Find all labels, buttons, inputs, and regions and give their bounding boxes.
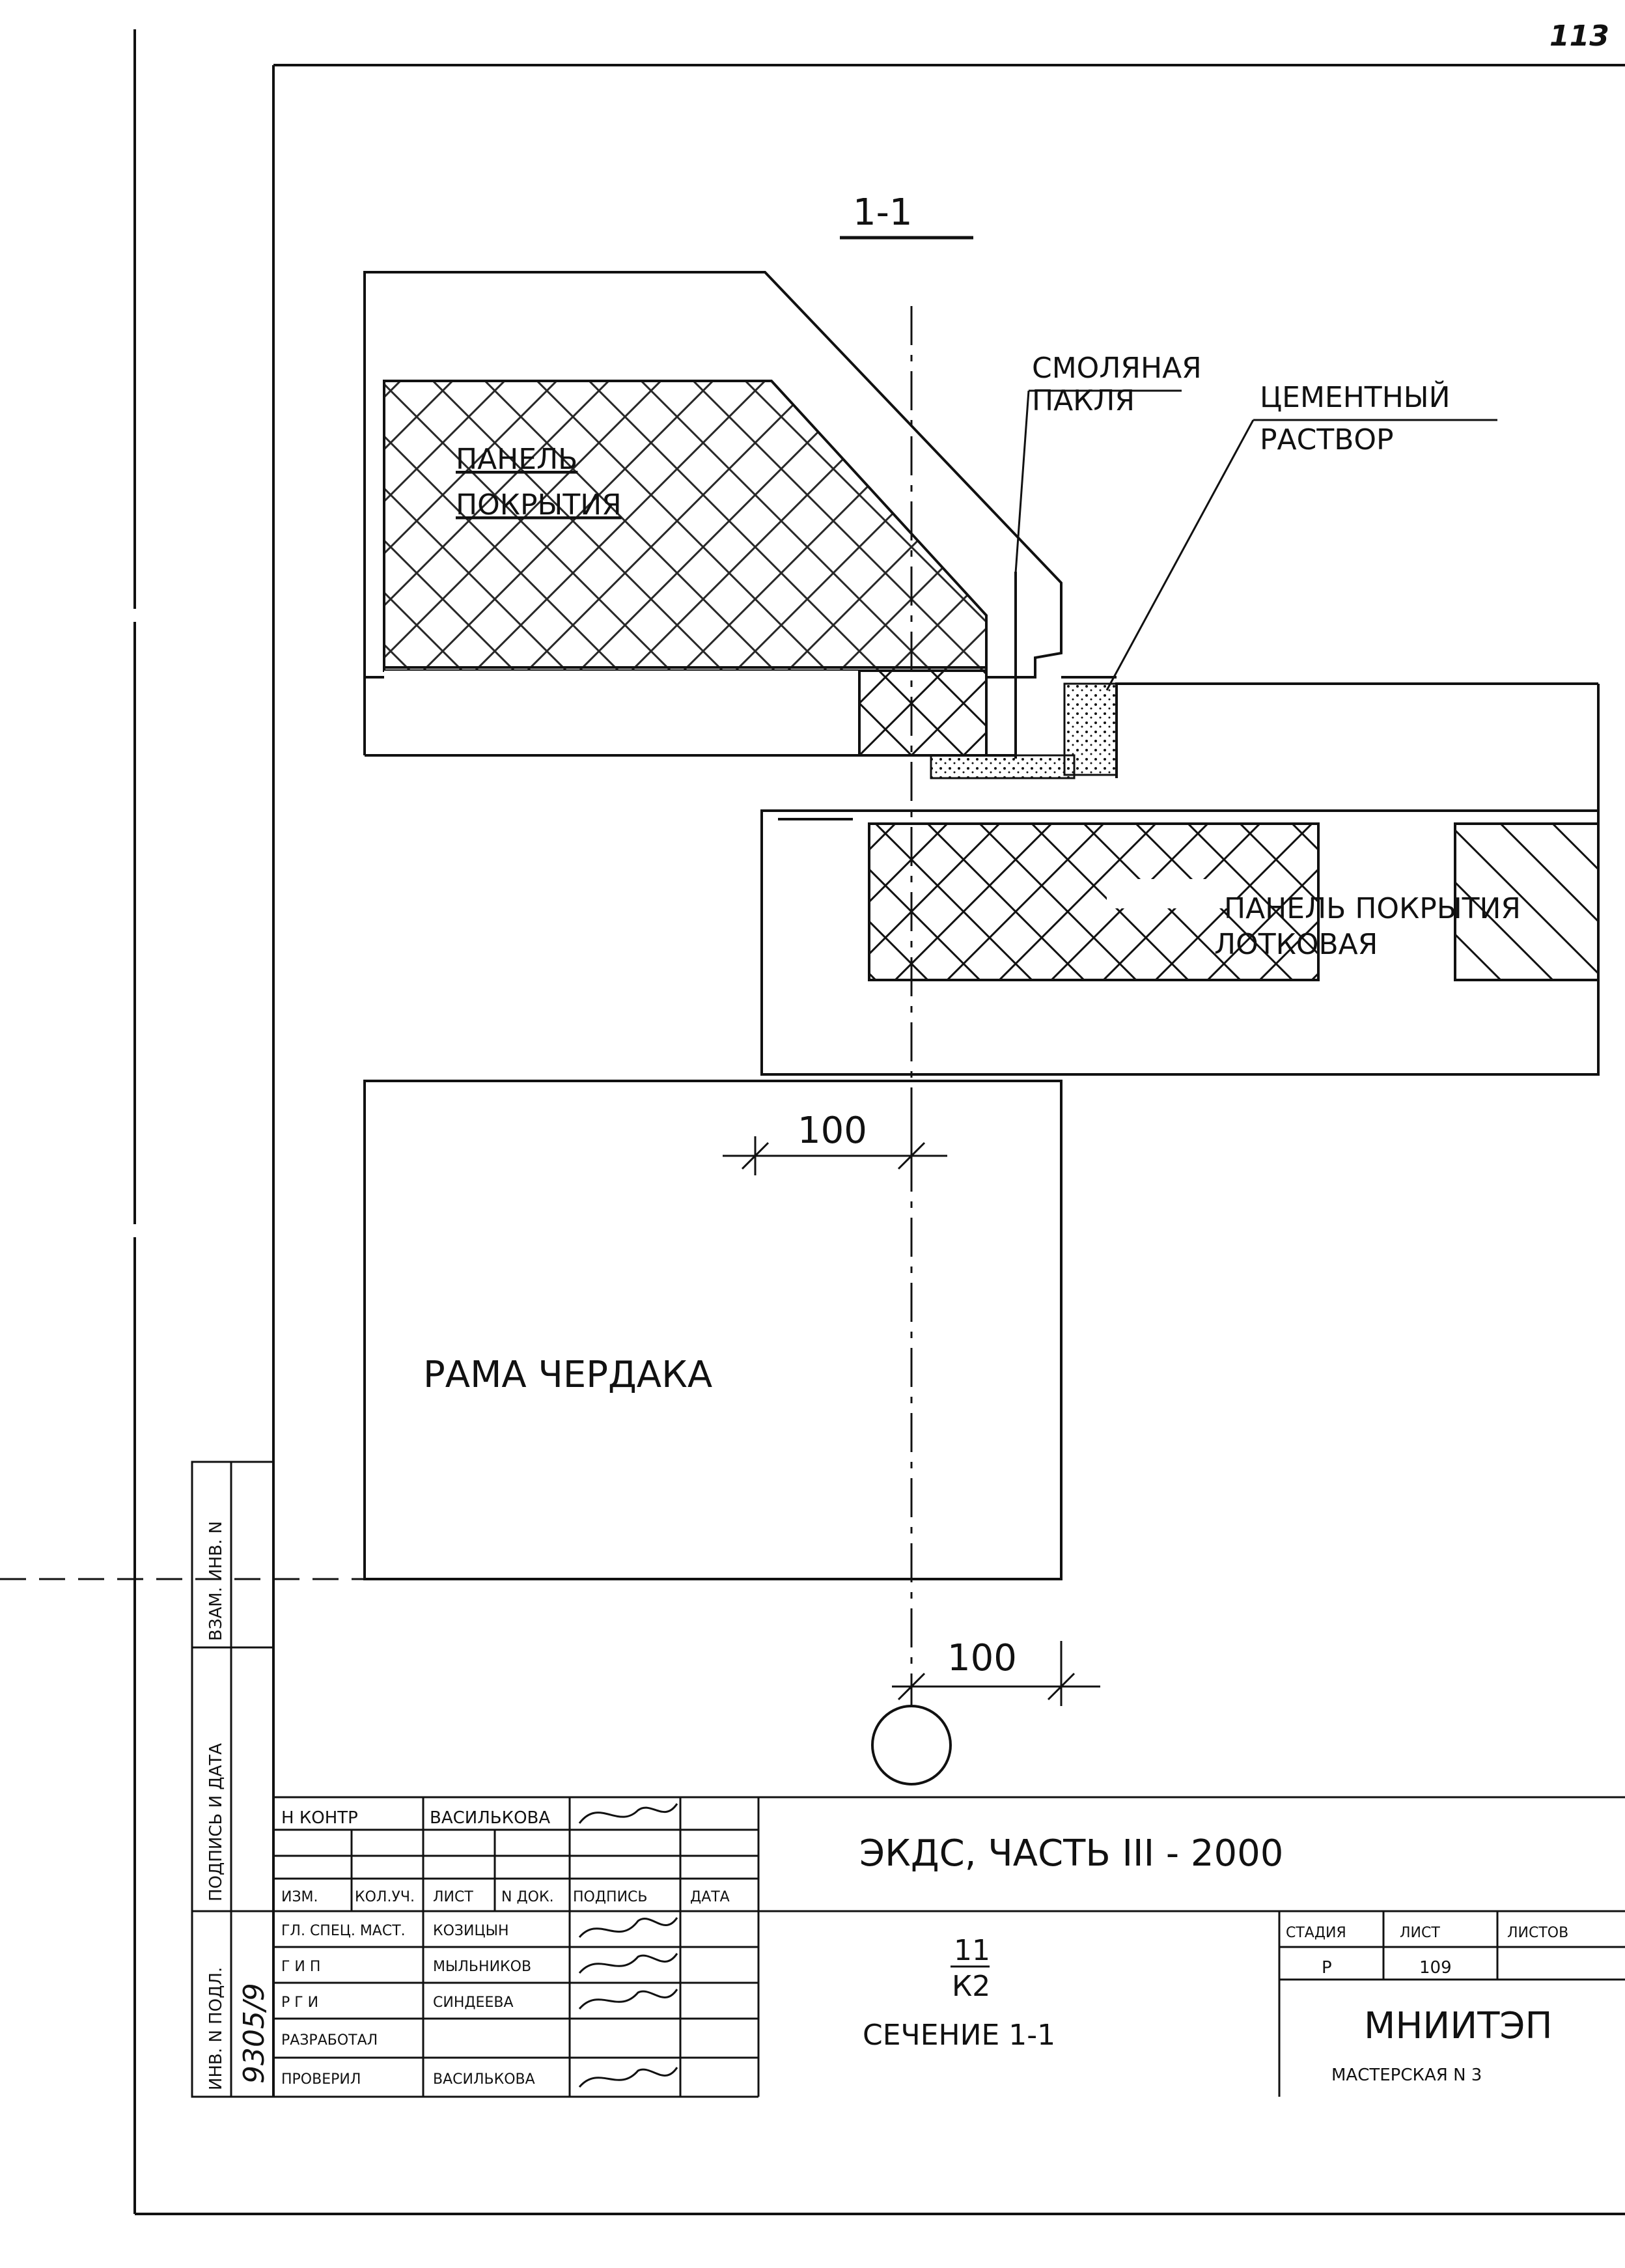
tb-col-data: ДАТА — [690, 1889, 730, 1905]
label-panel-top-1: ПАНЕЛЬ — [456, 443, 577, 476]
side-stamp-inv: ИНВ. N ПОДЛ. — [206, 1967, 226, 2090]
label-frame: РАМА ЧЕРДАКА — [423, 1354, 712, 1396]
joint-materials — [930, 572, 1118, 779]
side-stamp-podpis: ПОДПИСЬ И ДАТА — [206, 1743, 226, 1901]
grid-axis-marker — [871, 1705, 952, 1785]
tb-col-kol: КОЛ.УЧ. — [355, 1889, 415, 1905]
tb-org: МНИИТЭП — [1364, 2005, 1553, 2047]
tb-stadia-label: СТАДИЯ — [1286, 1925, 1346, 1941]
tb-col-podpis: ПОДПИСЬ — [573, 1889, 648, 1905]
tb-project: ЭКДС, ЧАСТЬ III - 2000 — [859, 1832, 1283, 1875]
tb-workshop: МАСТЕРСКАЯ N 3 — [1331, 2065, 1482, 2085]
side-stamp-vzam: ВЗАМ. ИНВ. N — [206, 1521, 226, 1641]
tb-stadia: Р — [1322, 1958, 1332, 1978]
title-block — [273, 1796, 1625, 2098]
attic-frame — [363, 306, 1062, 1706]
tb-listov-label: ЛИСТОВ — [1507, 1925, 1568, 1941]
dimension-top — [723, 1117, 947, 1175]
tb-row-name: МЫЛЬНИКОВ — [433, 1959, 531, 1975]
dimension-bottom-value: 100 — [947, 1637, 1017, 1679]
section-title-text: 1-1 — [853, 191, 912, 234]
label-cement-1: ЦЕМЕНТНЫЙ — [1260, 380, 1451, 414]
tb-row-role: Г И П — [281, 1959, 320, 1975]
tb-n-kontr-label: Н КОНТР — [281, 1808, 358, 1828]
side-stamp-inv-number: 9305/9 — [238, 1983, 271, 2084]
dimension-bottom — [892, 1641, 1100, 1706]
lower-panel — [760, 682, 1600, 1076]
tb-drawing-name: СЕЧЕНИЕ 1-1 — [863, 2019, 1055, 2052]
label-panel-top-2: ПОКРЫТИЯ — [456, 488, 622, 522]
tb-col-ndok: N ДОК. — [501, 1889, 554, 1905]
tb-sheet-code-top: 11 — [954, 1934, 990, 1967]
tb-row-role: ПРОВЕРИЛ — [281, 2071, 361, 2088]
tb-row-role: Р Г И — [281, 1995, 318, 2011]
side-stamp — [191, 1461, 275, 2098]
tb-n-kontr-name: ВАСИЛЬКОВА — [430, 1808, 550, 1828]
label-cement-2: РАСТВОР — [1260, 423, 1394, 456]
tb-row-role: РАЗРАБОТАЛ — [281, 2032, 378, 2049]
tb-row-name: КОЗИЦЫН — [433, 1923, 509, 1939]
tb-row-name: СИНДЕЕВА — [433, 1995, 514, 2011]
label-tar-1: СМОЛЯНАЯ — [1032, 352, 1202, 385]
tb-col-izm: ИЗМ. — [281, 1889, 318, 1905]
dimension-top-value: 100 — [798, 1110, 867, 1152]
tb-row-name: ВАСИЛЬКОВА — [433, 2071, 535, 2088]
tb-list: 109 — [1419, 1958, 1452, 1978]
tb-row-role: ГЛ. СПЕЦ. МАСТ. — [281, 1923, 406, 1939]
tb-col-list: ЛИСТ — [433, 1889, 473, 1905]
label-panel-bottom-2: ЛОТКОВАЯ — [1214, 928, 1378, 961]
signatures — [578, 1803, 678, 2088]
label-panel-bottom-1: ПАНЕЛЬ ПОКРЫТИЯ — [1224, 892, 1521, 925]
page-number: 113 — [1549, 20, 1609, 53]
label-tar-2: ПАКЛЯ — [1032, 384, 1135, 417]
section-title: 1-1 — [840, 191, 973, 240]
tb-sheet-code-bottom: К2 — [952, 1970, 990, 2003]
tb-list-label: ЛИСТ — [1400, 1925, 1440, 1941]
upper-panel — [363, 271, 1062, 757]
